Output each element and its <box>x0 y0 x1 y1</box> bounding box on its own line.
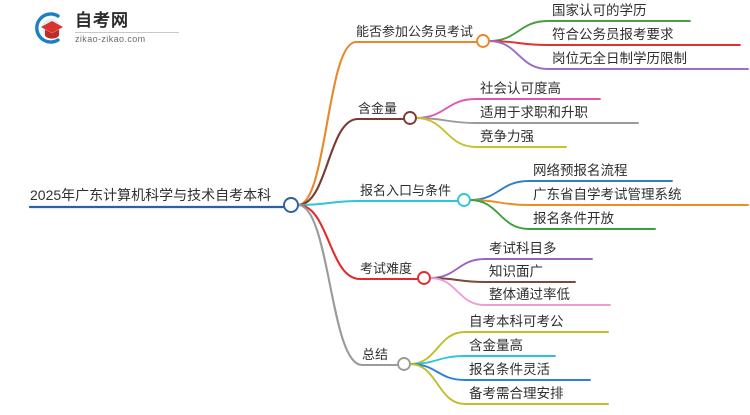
connector-curve <box>429 277 486 306</box>
connector-curve <box>296 199 362 207</box>
connector-curve <box>469 199 530 230</box>
leaf-node-label-4-0[interactable]: 自考本科可考公 <box>469 314 564 329</box>
leaf-node-label-1-1[interactable]: 适用于求职和升职 <box>480 105 588 120</box>
leaf-node-label-3-1[interactable]: 知识面广 <box>489 263 543 279</box>
logo-text-block: 自考网 zikao-zikao.com <box>75 12 179 44</box>
zikao-logo-icon <box>28 8 68 48</box>
node-connector-dot[interactable] <box>283 197 299 213</box>
leaf-node-label-2-0[interactable]: 网络预报名流程 <box>533 163 628 178</box>
connector-curve <box>415 98 477 119</box>
connector-curve <box>296 203 364 367</box>
branch-node-label-3[interactable]: 考试难度 <box>360 261 412 276</box>
connector-curve <box>296 117 360 207</box>
logo-title: 自考网 <box>75 11 129 30</box>
leaf-node-label-0-0[interactable]: 国家认可的学历 <box>552 2 647 18</box>
node-connector-dot[interactable] <box>403 111 417 125</box>
leaf-node-label-1-0[interactable]: 社会认可度高 <box>480 80 561 96</box>
branch-node-label-0[interactable]: 能否参加公务员考试 <box>356 24 473 39</box>
node-connector-dot[interactable] <box>417 271 431 285</box>
branch-node-label-4[interactable]: 总结 <box>362 347 388 362</box>
connector-curve <box>415 117 477 148</box>
leaf-node-label-1-2[interactable]: 竞争力强 <box>480 128 534 144</box>
branch-node-label-2[interactable]: 报名入口与条件 <box>360 183 451 198</box>
logo-divider <box>75 32 179 33</box>
connector-curve <box>409 363 466 405</box>
node-connector-dot[interactable] <box>397 357 411 371</box>
leaf-node-label-3-2[interactable]: 整体通过率低 <box>489 286 570 302</box>
connector-curve <box>469 180 530 201</box>
connector-curve <box>488 40 549 70</box>
connector-curve <box>296 40 358 207</box>
connector-curve <box>409 355 466 365</box>
logo-domain: zikao-zikao.com <box>75 34 146 44</box>
leaf-node-label-4-3[interactable]: 备考需合理安排 <box>469 385 564 401</box>
root-node-label[interactable]: 2025年广东计算机科学与技术自考本科 <box>30 187 271 203</box>
leaf-node-label-0-1[interactable]: 符合公务员报考要求 <box>552 27 674 42</box>
connector-curve <box>296 203 362 281</box>
connector-curve <box>429 258 486 279</box>
node-connector-dot[interactable] <box>457 193 471 207</box>
branch-node-label-1[interactable]: 含金量 <box>358 101 397 116</box>
leaf-node-label-4-1[interactable]: 含金量高 <box>469 337 523 353</box>
site-logo[interactable]: 自考网 zikao-zikao.com <box>28 8 179 48</box>
leaf-node-label-4-2[interactable]: 报名条件灵活 <box>469 361 550 377</box>
leaf-node-label-0-2[interactable]: 岗位无全日制学历限制 <box>552 50 687 66</box>
leaf-node-label-3-0[interactable]: 考试科目多 <box>489 240 557 256</box>
node-connector-dot[interactable] <box>476 34 490 48</box>
leaf-node-label-2-2[interactable]: 报名条件开放 <box>533 210 614 226</box>
leaf-node-label-2-1[interactable]: 广东省自学考试管理系统 <box>533 187 682 202</box>
connector-curve <box>488 20 549 42</box>
